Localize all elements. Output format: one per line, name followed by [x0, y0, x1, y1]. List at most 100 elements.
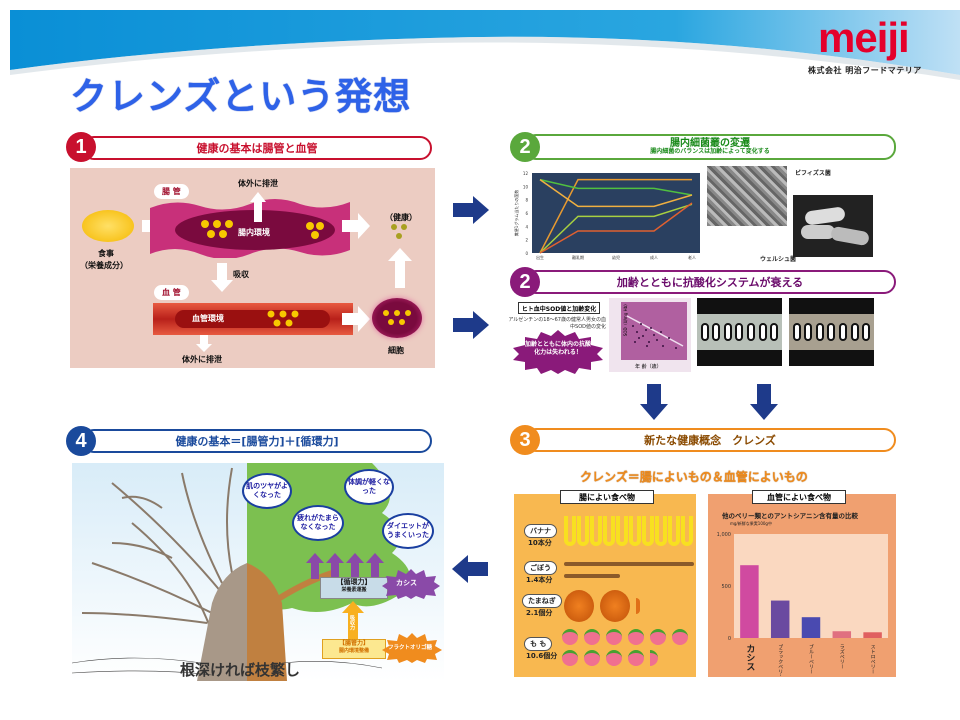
benefit-bubble: ダイエットがうまくいった [382, 513, 434, 549]
header-swoosh [10, 10, 960, 80]
scatter-xlabel: 年 齢（歳） [635, 364, 662, 370]
scatter-plot-area [621, 302, 687, 360]
y-tick-label: 4 [525, 224, 528, 229]
benefit-bubble: 体調が軽くなった [344, 469, 394, 505]
flow-arrow-down-icon [750, 384, 778, 420]
y-tick-label: 10 [523, 184, 529, 189]
x-tick-label: 離乳期 [572, 254, 584, 260]
intestine-tag: 腸 管 [154, 184, 189, 199]
bifidobacteria-label: ビフィズス菌 [795, 170, 831, 177]
arrow-up-head-icon [388, 248, 412, 261]
food-ellipse [82, 210, 134, 242]
sod-scatter-chart: SOD（U/mg Hb） 年 齢（歳） [609, 298, 691, 372]
absorption-label: 吸収 [233, 270, 249, 279]
flow-arrow-right-icon [453, 196, 489, 224]
section-2a-badge: 2 [510, 132, 540, 162]
circulation-sub-label: 栄養素運搬 [341, 587, 367, 594]
benefit-bubble: 疲れがたまらなくなった [292, 505, 344, 541]
x-tick-label: 幼児 [612, 254, 620, 260]
gut-power-box: 【腸管力】 腸内環境整備 [322, 639, 386, 659]
burdock-icon [564, 562, 694, 566]
anthocyanin-bar [863, 632, 882, 638]
absorb-arrow-icon [342, 601, 364, 641]
gut-power-sub-label: 腸内環境整備 [338, 647, 369, 654]
anthocyanin-bar [770, 600, 790, 638]
vessel-photo-band [697, 314, 782, 350]
welchii-label: ウェルシュ菌 [760, 256, 797, 263]
burst-badge [513, 330, 603, 374]
flora-series-line [539, 178, 692, 254]
arrow-down-icon [217, 263, 227, 281]
gut-power-label: 【腸管力】 [338, 640, 369, 647]
flow-arrow-down-icon [640, 384, 668, 420]
x-tick-label: 成人 [650, 254, 658, 260]
arrow-down-icon [200, 335, 208, 345]
flora-series-line [539, 178, 693, 196]
section-4-badge: 4 [66, 426, 96, 456]
peach-icons [562, 629, 692, 666]
scatter-ylabel: SOD（U/mg Hb） [623, 301, 629, 337]
x-category-label: ブラックベリー [777, 643, 783, 676]
section-2a-subtitle: 腸内細菌のバランスは加齢によって変化する [650, 148, 770, 156]
y-tick-label: 1,000 [717, 532, 731, 538]
anthocyanin-chart-title: 他のベリー類とのアントシアニン含有量の比較 [722, 512, 859, 520]
x-category-label: ストロベリー [870, 644, 876, 674]
section-3-badge: 3 [510, 425, 540, 455]
vessel-tag: 血 管 [154, 285, 189, 300]
x-category-label: ブルーベリー [808, 643, 814, 674]
meiji-logo: meiji [818, 14, 910, 61]
burdock-icon [564, 574, 620, 578]
food-amount-burdock: 1.4本分 [526, 576, 553, 584]
food-amount-onion: 2.1個分 [526, 609, 553, 617]
anthocyanin-bar [801, 617, 821, 638]
section-2a-header: 腸内細菌叢の変遷 腸内細菌のバランスは加齢によって変化する [524, 134, 896, 160]
intestine-env-label: 腸内環境 [238, 228, 270, 237]
chart-plot-area [532, 173, 700, 253]
circulation-box: 【循環力】 栄養素運搬 [320, 577, 388, 599]
nutrient-dots-icon [267, 310, 299, 327]
y-tick-label: 12 [523, 171, 529, 176]
page-title: クレンズという発想 [70, 75, 412, 118]
tree-illustration: 肌のツヤがよくなった 体調が軽くなった 疲れがたまらなくなった ダイエットがうま… [72, 463, 444, 681]
cell-label: 細胞 [388, 346, 404, 355]
intestinal-flora-chart: 024681012糞便1グラム当たりの菌数 出生離乳期幼児成人老人 [513, 171, 700, 260]
sod-box-title: ヒト血中SOD値と加齢変化 [518, 302, 600, 314]
anthocyanin-bar [740, 565, 759, 638]
vessel-env-label: 血管環境 [192, 314, 224, 323]
flora-series-line [539, 179, 693, 208]
section-3-title: 新たな健康概念 クレンズ [644, 434, 776, 447]
food-name-banana: バナナ [524, 524, 557, 538]
vessel-photo-aged [789, 298, 874, 366]
y-tick-label: 0 [728, 636, 731, 642]
section-1-badge: 1 [66, 132, 96, 162]
arrow-right-icon [342, 220, 358, 232]
flow-arrow-left-icon [452, 555, 488, 583]
gut-foods-panel: 腸によい食べ物 バナナ 10本分 ごぼう 1.4本分 たまねぎ 2.1個分 も … [514, 490, 696, 677]
absorb-label: 吸収力 [349, 615, 355, 630]
excretion-top-label: 体外に排泄 [238, 179, 278, 188]
bacteria-rod-shape [804, 206, 846, 226]
y-axis-label: 糞便1グラム当たりの菌数 [513, 190, 519, 236]
food-sub-label: （栄養成分） [80, 261, 128, 270]
cleanse-slogan: クレンズ＝腸によいもの＆血管によいもの [580, 470, 808, 484]
anthocyanin-bar-chart: 05001,000 カシスブラックベリーブルーベリーラズベリーストロベリー [717, 532, 888, 676]
circulation-label: 【循環力】 [336, 578, 372, 586]
y-tick-label: 500 [721, 584, 731, 590]
section-1-title: 健康の基本は腸管と血管 [196, 142, 318, 155]
x-tick-label: 老人 [688, 254, 696, 260]
food-name-peach: も も [524, 637, 553, 651]
health-dots-icon [391, 224, 407, 239]
excretion-bottom-label: 体外に排泄 [182, 355, 222, 364]
bacteria-rod-shape [801, 225, 835, 239]
fructo-label: フラクトオリゴ糖 [388, 645, 433, 651]
cell-dots-icon [383, 310, 411, 325]
vessel-foods-panel: 血管によい食べ物 他のベリー類とのアントシアニン含有量の比較 mg/新鮮な果実1… [708, 490, 896, 677]
section-2b-title: 加齢とともに抗酸化システムが衰える [616, 276, 804, 289]
flora-series-line [539, 202, 693, 254]
section-2a-title: 腸内細菌叢の変遷 [670, 138, 750, 150]
food-label: 食事 [98, 249, 114, 258]
fructo-burst [382, 633, 442, 663]
gut-foods-title: 腸によい食べ物 [560, 490, 654, 504]
x-category-label: ラズベリー [839, 644, 845, 669]
arrow-head-icon [358, 213, 370, 239]
